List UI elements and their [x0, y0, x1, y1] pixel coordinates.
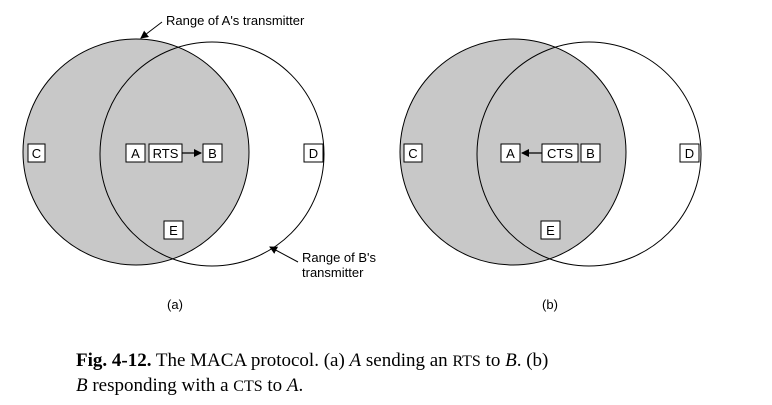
node-a: A [125, 143, 146, 163]
caption-text: . [298, 375, 304, 396]
node-c: C [27, 143, 46, 163]
node-box [125, 143, 146, 163]
caption-text: . (b) [516, 350, 549, 371]
caption-fig-label: Fig. 4-12. [76, 350, 152, 371]
panel-a: Range of A's transmitter Range of B's tr… [22, 13, 380, 312]
caption-text: to [480, 350, 506, 371]
node-box [202, 143, 223, 163]
panel-a-sublabel: (a) [167, 297, 183, 312]
node-label: A [506, 146, 515, 161]
range-a-annotation: Range of A's transmitter [166, 13, 305, 28]
node-label: E [546, 223, 555, 238]
range-b-pointer [269, 246, 299, 263]
range-a-pointer [140, 21, 163, 39]
caption-italic-b: B [505, 350, 517, 371]
range-b-line1: Range of B's [302, 250, 377, 265]
node-box [540, 220, 561, 240]
caption-text: to [262, 375, 287, 396]
caption-text: sending an [361, 350, 453, 371]
panel-b-sublabel: (b) [542, 297, 558, 312]
panel-b: C A CTS B D E (b) [399, 38, 702, 312]
node-b: B [580, 143, 601, 163]
node-label: B [586, 146, 595, 161]
caption-italic-a: A [286, 375, 299, 396]
caption-italic-a: A [349, 350, 362, 371]
caption-text: The MACA protocol. (a) [151, 350, 350, 371]
range-circle-a [476, 41, 702, 267]
node-b: B [202, 143, 223, 163]
node-label: B [208, 146, 217, 161]
caption-text: responding with a [87, 375, 234, 396]
node-box [27, 143, 46, 163]
range-b-annotation: Range of B's transmitter [302, 250, 380, 280]
node-d: D [303, 143, 324, 163]
cts-message: CTS [541, 143, 579, 163]
node-d: D [679, 143, 700, 163]
node-box [163, 220, 184, 240]
caption-cts: CTS [233, 378, 263, 395]
caption-italic-b: B [76, 375, 88, 396]
node-label: D [685, 146, 694, 161]
node-box [303, 143, 324, 163]
maca-diagram: Range of A's transmitter Range of B's tr… [22, 13, 702, 312]
node-label: D [309, 146, 318, 161]
node-box [679, 143, 700, 163]
caption-rts: RTS [452, 353, 481, 370]
message-label: RTS [153, 146, 179, 161]
rts-message: RTS [148, 143, 183, 163]
node-c: C [403, 143, 423, 163]
node-e: E [163, 220, 184, 240]
node-label: C [32, 146, 41, 161]
node-a: A [500, 143, 521, 163]
node-box [500, 143, 521, 163]
node-label: A [131, 146, 140, 161]
node-label: E [169, 223, 178, 238]
range-b-line2: transmitter [302, 265, 364, 280]
message-label: CTS [547, 146, 573, 161]
range-circle-b [99, 41, 325, 267]
message-box [541, 143, 579, 163]
figure-caption: Fig. 4-12. The MACA protocol. (a) A send… [76, 349, 756, 399]
node-e: E [540, 220, 561, 240]
node-box [580, 143, 601, 163]
node-label: C [408, 146, 417, 161]
node-box [403, 143, 423, 163]
